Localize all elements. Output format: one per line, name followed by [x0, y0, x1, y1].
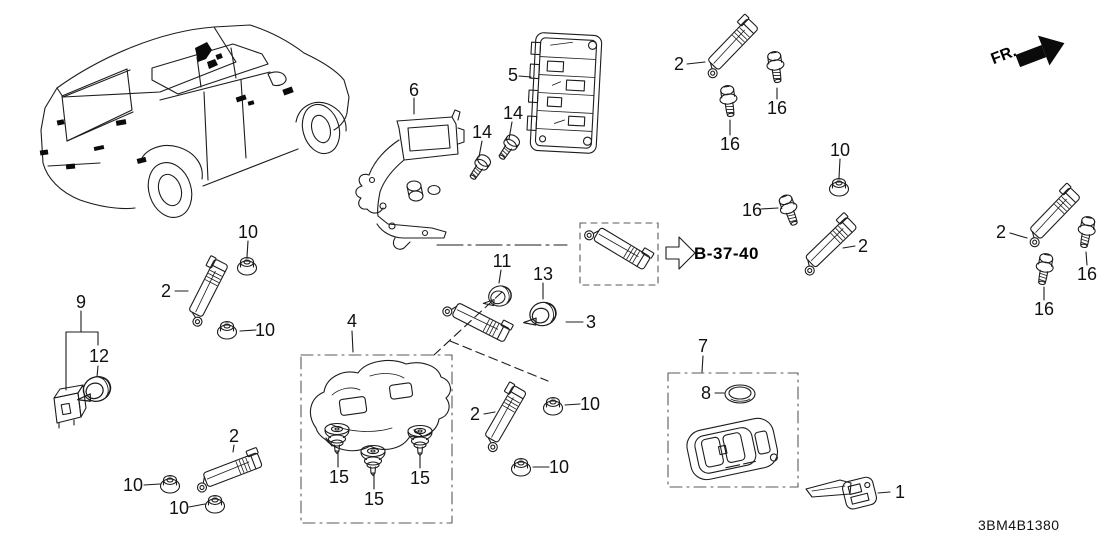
part-4-cover-group [300, 354, 453, 524]
reference-box-group [579, 216, 696, 286]
callout-15-clip-b[interactable]: 15 [363, 489, 385, 509]
callout-6-bracket[interactable]: 6 [408, 80, 420, 100]
callout-2-antenna-l[interactable]: 2 [160, 281, 172, 301]
callout-7-keyfob[interactable]: 7 [697, 336, 709, 356]
callout-2-antenna-c[interactable]: 2 [469, 404, 481, 424]
callout-2-antenna-fr[interactable]: 2 [995, 222, 1007, 242]
callout-10-nut-cb[interactable]: 10 [548, 457, 570, 477]
callout-10-nut-lb[interactable]: 10 [254, 320, 276, 340]
part-12-grommet [71, 372, 115, 409]
callout-10-nut-lt[interactable]: 10 [237, 222, 259, 242]
callout-5-smart-unit[interactable]: 5 [507, 65, 519, 85]
part-16-bolts [717, 49, 1098, 287]
callout-15-clip-a[interactable]: 15 [328, 467, 350, 487]
callout-4-cover[interactable]: 4 [346, 311, 358, 331]
fr-arrow-icon [1015, 35, 1065, 68]
part-10-nuts [159, 177, 850, 514]
callout-10-nut-bl1[interactable]: 10 [122, 475, 144, 495]
callout-1-key-blade[interactable]: 1 [894, 482, 906, 502]
callout-12-grommet[interactable]: 12 [88, 346, 110, 366]
callout-2-antenna-tr[interactable]: 2 [673, 54, 685, 74]
part-1-key-blade [805, 476, 878, 510]
leader-lines [65, 61, 1088, 508]
callout-9-buzzer[interactable]: 9 [75, 292, 87, 312]
callout-11-clip[interactable]: 11 [492, 251, 512, 271]
part-13-clip [519, 298, 560, 332]
keyfob-body [686, 417, 779, 481]
part-8-battery [724, 384, 756, 404]
callout-2-antenna-bl[interactable]: 2 [228, 426, 240, 446]
callout-16-bolt-a[interactable]: 16 [766, 98, 788, 118]
callout-14-screw-a[interactable]: 14 [471, 122, 493, 142]
callout-15-clip-c[interactable]: 15 [409, 468, 431, 488]
callout-2-antenna-rm[interactable]: 2 [857, 236, 869, 256]
callout-10-nut-ct[interactable]: 10 [579, 394, 601, 414]
drawing-code: 3BM4B1380 [978, 517, 1060, 533]
callout-16-bolt-e[interactable]: 16 [1033, 299, 1055, 319]
vehicle-outline [39, 24, 350, 218]
part-7-keyfob-group [667, 372, 799, 488]
callout-16-bolt-b[interactable]: 16 [719, 134, 741, 154]
reference-arrow-icon [665, 236, 696, 270]
callout-13-clip[interactable]: 13 [532, 264, 554, 284]
callout-3-grommet[interactable]: 3 [585, 312, 597, 332]
callout-16-bolt-d[interactable]: 16 [1076, 264, 1098, 284]
callout-8-battery[interactable]: 8 [700, 383, 712, 403]
part-5-smart-unit [526, 32, 603, 154]
reference-link-b-37-40[interactable]: B-37-40 [694, 244, 759, 263]
part-6-bracket [355, 109, 465, 250]
callout-10-nut-bl2[interactable]: 10 [168, 498, 190, 518]
callout-10-nut-tr[interactable]: 10 [829, 140, 851, 160]
callout-16-bolt-c[interactable]: 16 [741, 200, 763, 220]
part-2-antennas [178, 13, 1084, 494]
callout-14-screw-b[interactable]: 14 [502, 103, 524, 123]
part-9-buzzer [53, 384, 87, 429]
antenna-location-marks [39, 42, 294, 170]
